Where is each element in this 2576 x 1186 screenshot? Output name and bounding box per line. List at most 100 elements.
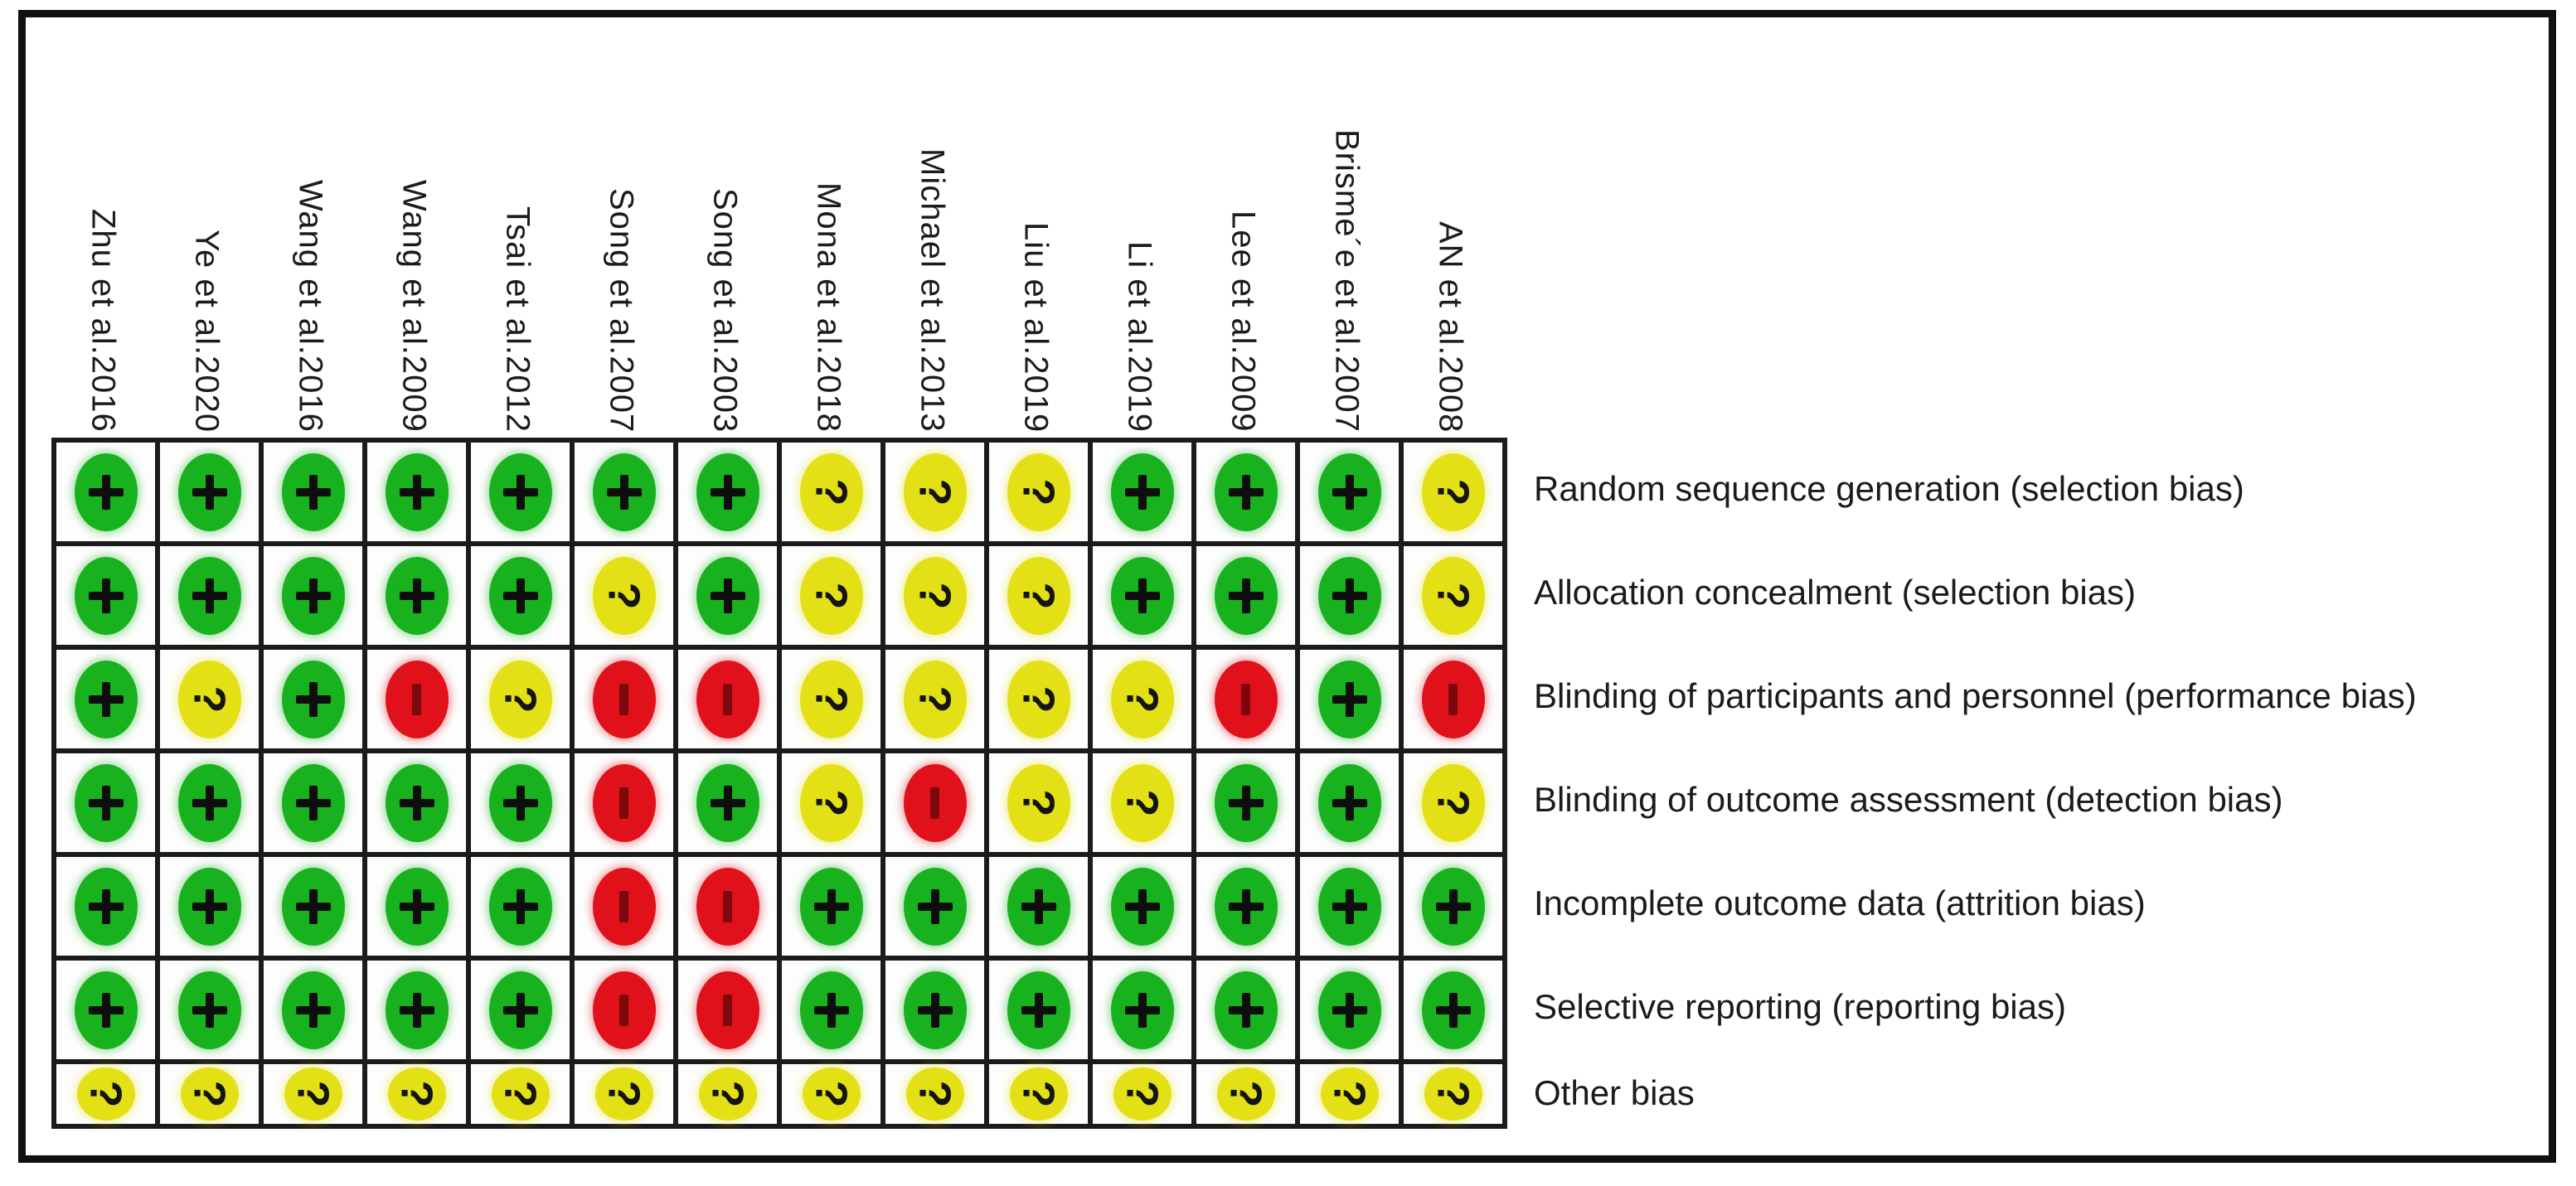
- risk-dot-high: [592, 867, 656, 946]
- risk-dot-unclear: ?: [905, 1067, 964, 1121]
- risk-dot-low: [74, 971, 138, 1049]
- risk-dot-low: [281, 556, 345, 635]
- risk-cell: [572, 958, 676, 1062]
- question-icon: ?: [495, 685, 546, 713]
- risk-cell: ?: [987, 544, 1090, 647]
- minus-icon: [619, 787, 628, 819]
- minus-icon: [1448, 683, 1458, 715]
- risk-cell: ?: [468, 647, 572, 751]
- question-icon: ?: [495, 1080, 546, 1108]
- plus-icon: [88, 474, 124, 510]
- risk-cell: [158, 544, 261, 647]
- plus-icon: [295, 681, 331, 717]
- plus-icon: [1228, 888, 1264, 924]
- risk-cell: [1194, 647, 1298, 751]
- risk-dot-unclear: ?: [1113, 1067, 1172, 1121]
- risk-cell: [54, 854, 158, 958]
- study-header-cell: Wang et al.2009: [362, 23, 466, 433]
- risk-cell: [987, 958, 1090, 1062]
- risk-of-bias-grid: ?????????????????????????????????: [51, 438, 1507, 1129]
- risk-cell: [779, 854, 883, 958]
- risk-cell: ?: [883, 440, 987, 544]
- question-icon: ?: [1013, 789, 1064, 816]
- question-icon: ?: [184, 685, 235, 713]
- risk-dot-unclear: ?: [903, 556, 967, 635]
- risk-cell: [1090, 440, 1194, 544]
- risk-cell: [1090, 854, 1194, 958]
- question-icon: ?: [1117, 1080, 1167, 1108]
- risk-dot-high: [696, 660, 759, 738]
- study-header: Tsai et al.2012: [499, 206, 536, 433]
- question-icon: ?: [1013, 685, 1064, 713]
- risk-dot-unclear: ?: [1007, 556, 1070, 635]
- risk-cell: [468, 440, 572, 544]
- plus-icon: [88, 888, 124, 924]
- risk-cell: ?: [1401, 751, 1505, 854]
- risk-dot-low: [488, 867, 552, 946]
- risk-dot-unclear: ?: [1007, 453, 1070, 531]
- risk-cell: [54, 440, 158, 544]
- risk-cell: [883, 958, 987, 1062]
- risk-cell: ?: [572, 544, 676, 647]
- question-icon: ?: [806, 1080, 856, 1108]
- study-header-cell: Liu et al.2019: [984, 23, 1088, 433]
- risk-cell: ?: [1401, 440, 1505, 544]
- risk-dot-unclear: ?: [1110, 763, 1174, 842]
- plus-icon: [295, 992, 331, 1028]
- risk-cell: [261, 958, 365, 1062]
- risk-cell: [676, 958, 779, 1062]
- risk-cell: [261, 751, 365, 854]
- question-icon: ?: [910, 478, 960, 506]
- plus-icon: [192, 888, 227, 924]
- plus-icon: [399, 888, 434, 924]
- risk-cell: [1401, 854, 1505, 958]
- plus-icon: [710, 474, 745, 510]
- risk-cell: ?: [987, 1062, 1090, 1126]
- plus-icon: [295, 578, 331, 613]
- question-icon: ?: [806, 582, 856, 609]
- risk-cell: [54, 751, 158, 854]
- minus-icon: [619, 994, 628, 1026]
- plus-icon: [1332, 474, 1367, 510]
- risk-cell: [468, 958, 572, 1062]
- risk-cell: [365, 544, 468, 647]
- risk-dot-low: [903, 867, 967, 946]
- risk-cell: [468, 544, 572, 647]
- plus-icon: [606, 474, 642, 510]
- risk-dot-low: [1110, 556, 1174, 635]
- risk-cell: [365, 958, 468, 1062]
- study-header-cell: Zhu et al.2016: [51, 23, 155, 433]
- plus-icon: [192, 474, 227, 510]
- minus-icon: [723, 890, 732, 922]
- study-header: Mona et al.2018: [810, 182, 847, 433]
- study-header: AN et al.2008: [1432, 220, 1469, 433]
- study-header-cell: Michael et al.2013: [880, 23, 984, 433]
- risk-cell: ?: [572, 1062, 676, 1126]
- plus-icon: [192, 578, 227, 613]
- risk-dot-low: [1214, 867, 1278, 946]
- question-icon: ?: [1117, 685, 1167, 713]
- risk-dot-low: [385, 453, 449, 531]
- plus-icon: [1228, 785, 1264, 821]
- risk-cell: ?: [261, 1062, 365, 1126]
- question-icon: ?: [1117, 789, 1167, 816]
- risk-dot-high: [592, 971, 656, 1049]
- risk-cell: [54, 647, 158, 751]
- risk-dot-low: [385, 556, 449, 635]
- minus-icon: [412, 683, 421, 715]
- risk-cell: [987, 854, 1090, 958]
- study-header: Liu et al.2019: [1017, 221, 1055, 433]
- plus-icon: [1435, 992, 1471, 1028]
- risk-dot-low: [1317, 867, 1381, 946]
- risk-dot-low: [1317, 971, 1381, 1049]
- study-header-cell: AN et al.2008: [1399, 23, 1502, 433]
- minus-icon: [619, 683, 628, 715]
- minus-icon: [723, 994, 732, 1026]
- plus-icon: [1021, 888, 1056, 924]
- study-header: Zhu et al.2016: [85, 209, 122, 433]
- question-icon: ?: [806, 685, 856, 713]
- risk-cell: [1194, 854, 1298, 958]
- risk-cell: ?: [158, 1062, 261, 1126]
- question-icon: ?: [80, 1080, 131, 1108]
